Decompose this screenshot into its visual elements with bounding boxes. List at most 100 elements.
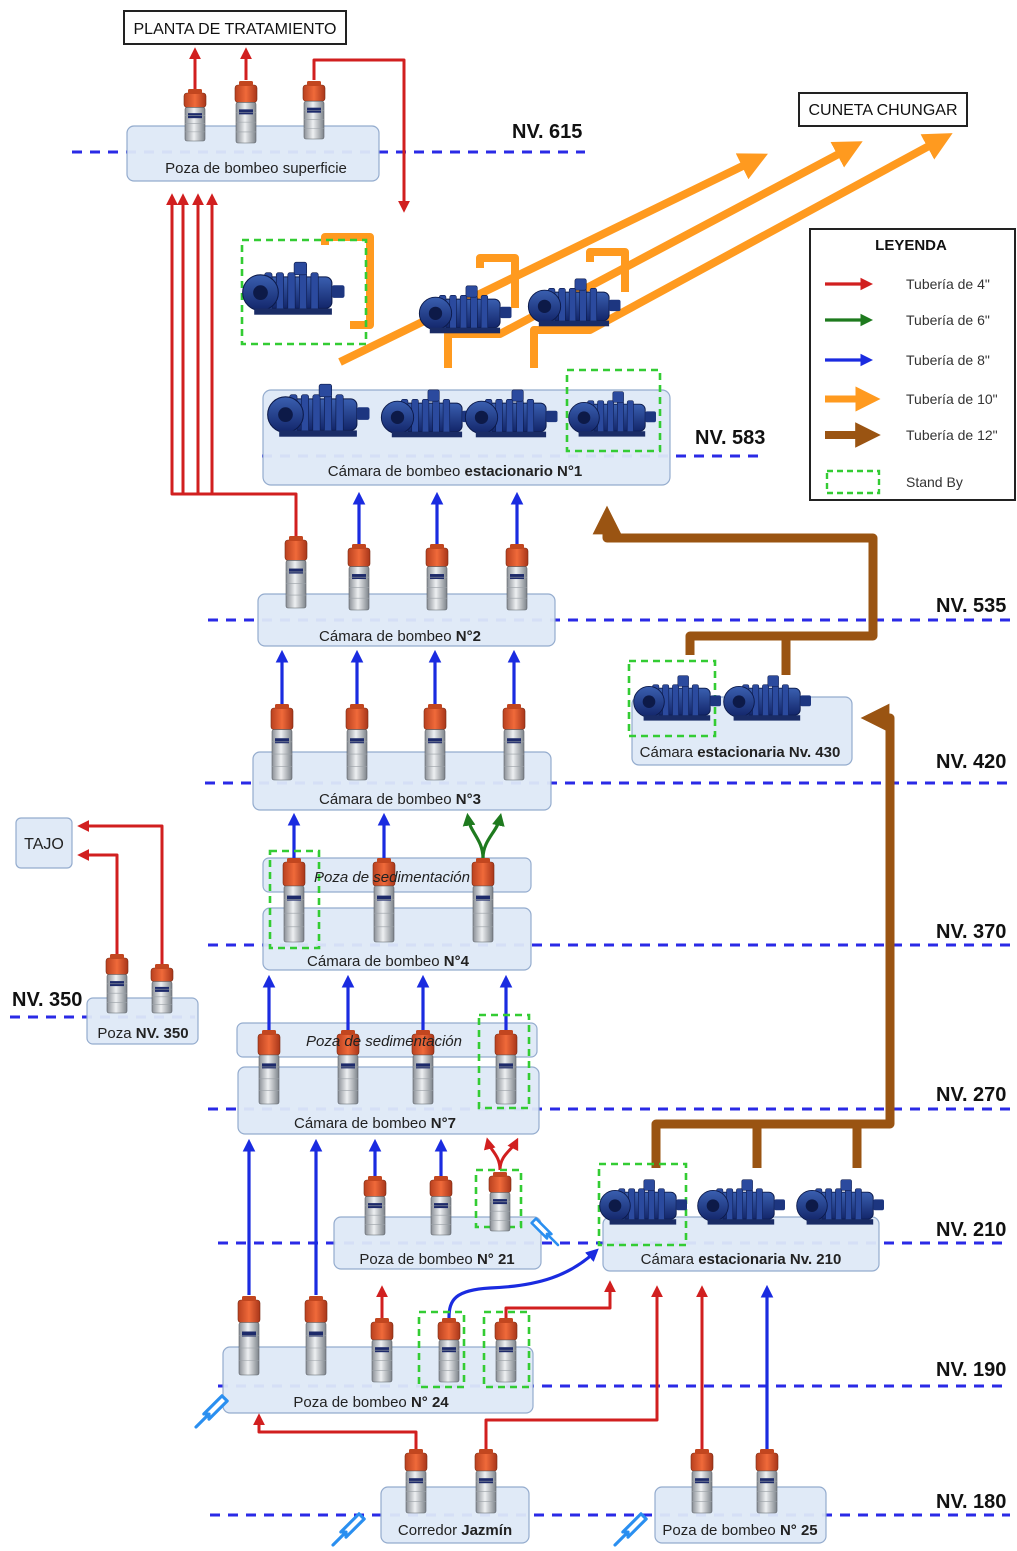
submersible-pump-icon [237, 1296, 261, 1376]
station-camara-7 [237, 1066, 540, 1135]
horizontal-pump-icon [568, 391, 656, 437]
submersible-pump-icon [150, 964, 174, 1014]
legend-items: Tubería de 4" Tubería de 6" Tubería de 8" T… [825, 276, 998, 495]
label-corredor-jazmin: Corredor Jazmín [398, 1522, 512, 1539]
submersible-pump-icon [755, 1449, 779, 1514]
legend-title: LEYENDA [875, 237, 947, 254]
submersible-pump-icon [257, 1030, 281, 1105]
level-350: NV. 350 [12, 989, 82, 1011]
label-sedimentacion-1: Poza de sedimentación [314, 869, 470, 886]
label-estacionario-1: Cámara de bombeo estacionario N°1 [328, 463, 582, 480]
level-370: NV. 370 [936, 921, 1006, 943]
level-615: NV. 615 [512, 121, 582, 143]
label-camara-7: Cámara de bombeo N°7 [294, 1115, 456, 1132]
horizontal-pump-icon [242, 261, 345, 315]
legend-label: Tubería de 4" [906, 276, 990, 292]
station-labels: Poza de bombeo superficie Cámara de bomb… [97, 160, 841, 1539]
inflow-arrow-icon [194, 1394, 229, 1429]
station-sedimentacion-2 [236, 1022, 538, 1058]
horizontal-pump-icon [723, 675, 811, 721]
submersible-pump-icon [105, 954, 129, 1014]
level-180: NV. 180 [936, 1491, 1006, 1513]
level-420: NV. 420 [936, 751, 1006, 773]
legend-item: Tubería de 6" [825, 312, 990, 328]
submersible-pump-icon [284, 536, 308, 609]
legend-label: Tubería de 10" [906, 391, 998, 407]
destination-cuneta-label: CUNETA CHUNGAR [808, 102, 957, 119]
submersible-pump-icon [336, 1030, 360, 1105]
legend-item: Stand By [825, 469, 963, 495]
submersible-pump-icon [474, 1449, 498, 1514]
horizontal-pump-icon [464, 389, 558, 438]
station-camara-2 [257, 593, 556, 647]
submersible-pump-icon [404, 1449, 428, 1514]
pipes-8in [242, 491, 774, 1450]
legend: LEYENDA Tubería de 4"Tubería de 6"Tuberí… [809, 228, 1016, 501]
legend-label: Tubería de 8" [906, 352, 990, 368]
horizontal-pump-icon [697, 1179, 785, 1225]
legend-label: Stand By [906, 474, 963, 490]
pumps-layer [105, 81, 884, 1514]
submersible-pump-icon [347, 544, 371, 611]
submersible-pump-icon [429, 1176, 453, 1236]
pipes-12in [592, 505, 895, 1168]
submersible-pump-icon [488, 1172, 512, 1232]
station-tajo [15, 817, 73, 869]
submersible-pump-icon [370, 1318, 394, 1383]
level-210: NV. 210 [936, 1219, 1006, 1241]
inflow-arrows [194, 1217, 648, 1547]
submersible-pump-icon [423, 704, 447, 781]
destination-planta-box [123, 10, 347, 45]
submersible-pump-icon [270, 704, 294, 781]
level-270: NV. 270 [936, 1084, 1006, 1106]
station-camara-4 [262, 907, 532, 971]
label-superficie: Poza de bombeo superficie [165, 160, 347, 177]
station-camara-3 [252, 751, 552, 811]
legend-item: Tubería de 12" [825, 422, 998, 448]
horizontal-pump-icon [267, 383, 370, 437]
level-190: NV. 190 [936, 1359, 1006, 1381]
inflow-arrow-icon [613, 1512, 648, 1547]
destination-planta-label: PLANTA DE TRATAMIENTO [134, 21, 337, 38]
station-sedimentacion-1 [262, 857, 532, 893]
legend-label: Tubería de 12" [906, 427, 998, 443]
level-583: NV. 583 [695, 427, 765, 449]
horizontal-pump-icon [527, 278, 621, 327]
submersible-pump-icon [183, 89, 207, 142]
label-estacionaria-430: Cámara estacionaria Nv. 430 [640, 744, 841, 761]
label-poza-24: Poza de bombeo N° 24 [293, 1394, 449, 1411]
submersible-pump-icon [494, 1030, 518, 1105]
submersible-pump-icon [282, 858, 306, 943]
horizontal-pump-icon [633, 675, 721, 721]
horizontal-pump-icon [796, 1179, 884, 1225]
legend-item: Tubería de 4" [825, 276, 990, 292]
label-poza-21: Poza de bombeo N° 21 [359, 1251, 514, 1268]
inflow-arrow-icon [530, 1217, 560, 1247]
submersible-pump-icon [425, 544, 449, 611]
level-labels: NV. 615 NV. 583 NV. 535 NV. 420 NV. 370 … [12, 121, 1006, 1513]
submersible-pump-icon [471, 858, 495, 943]
level-535: NV. 535 [936, 595, 1006, 617]
submersible-pump-icon [502, 704, 526, 781]
destination-cuneta-box [798, 92, 968, 127]
submersible-pump-icon [505, 544, 529, 611]
legend-item: Tubería de 10" [825, 386, 998, 412]
legend-item: Tubería de 8" [825, 352, 990, 368]
submersible-pump-icon [345, 704, 369, 781]
label-camara-4: Cámara de bombeo N°4 [307, 953, 470, 970]
destination-tajo-label: TAJO [24, 836, 64, 853]
submersible-pump-icon [304, 1296, 328, 1376]
pipes-10in [321, 133, 953, 368]
inflow-arrow-icon [331, 1512, 366, 1547]
submersible-pump-icon [234, 81, 258, 144]
label-estacionaria-210: Cámara estacionaria Nv. 210 [641, 1251, 842, 1268]
horizontal-pump-icon [599, 1179, 687, 1225]
pipes-6in [462, 812, 505, 859]
submersible-pump-icon [363, 1176, 387, 1236]
label-camara-2: Cámara de bombeo N°2 [319, 628, 481, 645]
submersible-pump-icon [411, 1030, 435, 1105]
legend-swatch [825, 469, 881, 495]
horizontal-pump-icon [418, 285, 512, 334]
submersible-pump-icon [302, 81, 326, 140]
